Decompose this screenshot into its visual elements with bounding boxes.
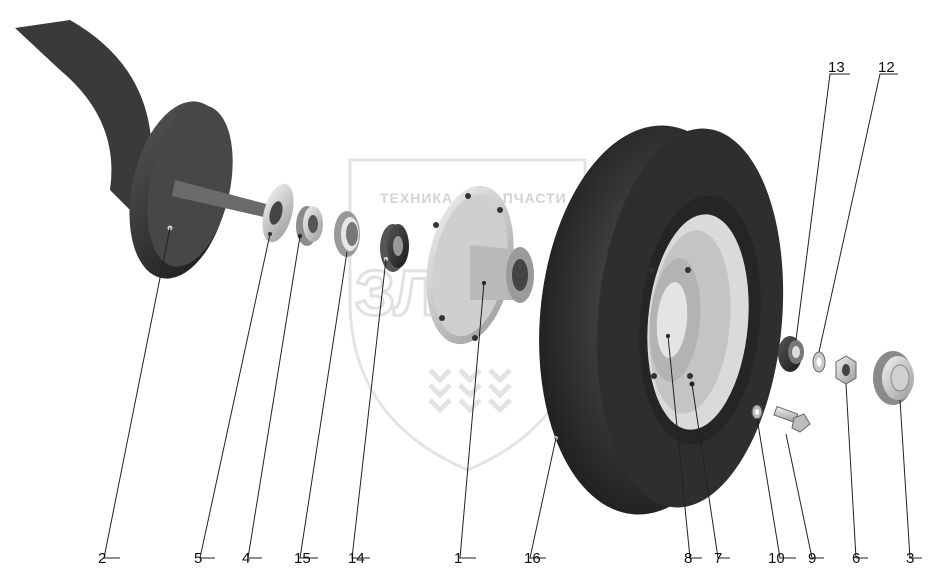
callout-5: 5 — [194, 550, 202, 567]
callout-6: 6 — [852, 550, 860, 567]
callout-12: 12 — [878, 59, 895, 76]
part-6-nut — [835, 355, 857, 385]
part-4-bearing — [296, 206, 323, 246]
part-12-washer — [812, 351, 826, 373]
part-2-axle-beam-and-drum — [15, 20, 270, 279]
part-10-lock-washer — [751, 404, 763, 420]
watermark-left-word: ТЕХНИКА — [380, 190, 453, 206]
callout-9: 9 — [808, 550, 816, 567]
callout-7: 7 — [714, 550, 722, 567]
part-8-wheel-disc — [554, 258, 701, 440]
callout-labels: 2 5 4 15 14 1 16 8 7 10 9 6 3 13 12 — [98, 59, 914, 567]
callout-16: 16 — [524, 550, 541, 567]
callout-1: 1 — [454, 550, 462, 567]
leader-lines — [103, 73, 922, 559]
part-9-bolt — [773, 405, 811, 433]
callout-4: 4 — [242, 550, 250, 567]
callout-14: 14 — [348, 550, 365, 567]
callout-10: 10 — [768, 550, 785, 567]
part-15-seal — [334, 211, 360, 257]
callout-3: 3 — [906, 550, 914, 567]
watermark-wheat-icon — [428, 368, 512, 414]
part-5-washer — [262, 183, 294, 243]
part-3-hub-cap — [873, 351, 914, 405]
part-13-bearing — [778, 336, 804, 372]
callout-8: 8 — [684, 550, 692, 567]
part-1-wheel-hub — [426, 185, 534, 345]
callout-2: 2 — [98, 550, 106, 567]
callout-13: 13 — [828, 59, 845, 76]
part-14-bearing — [380, 224, 409, 272]
callout-15: 15 — [294, 550, 311, 567]
